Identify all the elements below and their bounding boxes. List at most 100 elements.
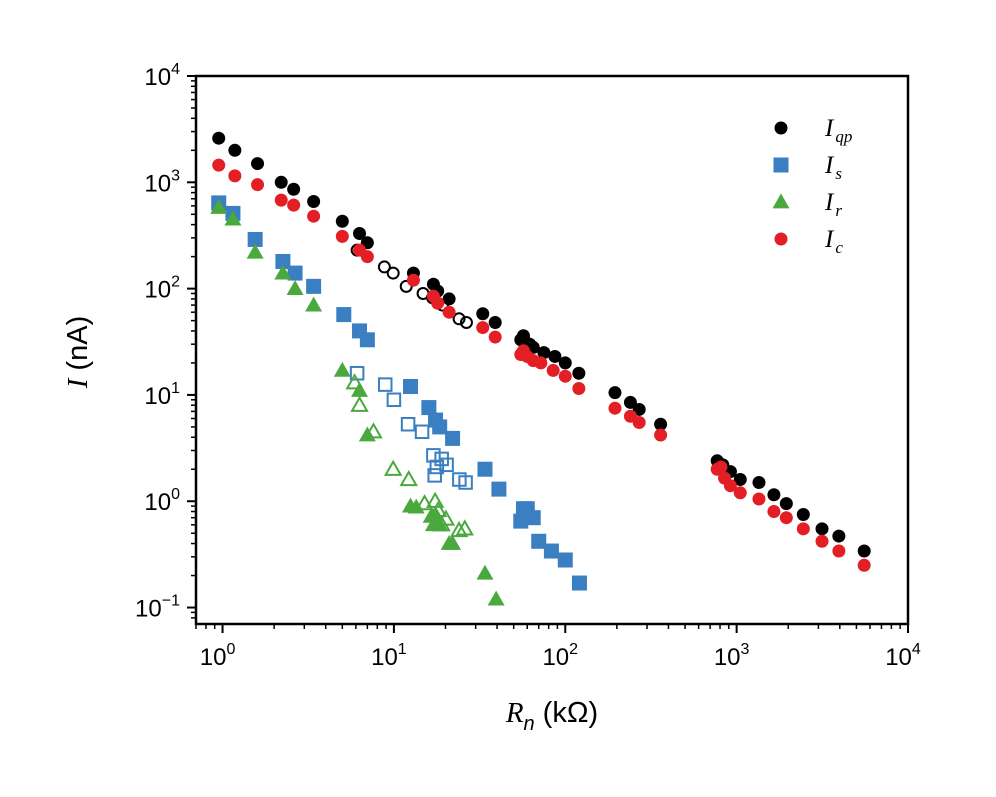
Is-filled-square-marker: [543, 543, 559, 559]
Is-filled-square-marker: [306, 278, 322, 294]
Ic-filled-circle-marker: [714, 460, 728, 474]
Ir-open-triangle-marker: [436, 509, 456, 526]
Is-filled-square-marker: [287, 265, 303, 281]
Ir-filled-triangle-marker: [224, 210, 242, 226]
Ic-filled-circle-marker: [287, 198, 301, 212]
Iqp-filled-circle-marker: [632, 402, 646, 416]
Ir-filled-triangle-marker: [210, 198, 228, 214]
Is-filled-square-marker: [477, 461, 493, 477]
Ic-filled-circle-marker: [534, 356, 548, 370]
Ic-filled-circle-marker: [360, 250, 374, 264]
Iqp-filled-circle-marker: [488, 315, 502, 329]
Ic-filled-circle-marker: [406, 273, 420, 287]
Ic-filled-circle-marker: [632, 416, 646, 430]
Iqp-filled-circle-marker: [558, 356, 572, 370]
Iqp-filled-circle-marker: [335, 214, 349, 228]
Is-open-square-marker: [429, 459, 445, 475]
Is-filled-square-marker: [247, 231, 263, 247]
Is-filled-square-marker: [445, 430, 461, 446]
y-tick-label: 104: [144, 61, 180, 91]
Iqp-open-circle-marker: [459, 315, 473, 329]
Ic-filled-circle-marker: [228, 169, 242, 183]
Ic-filled-circle-marker: [857, 558, 871, 572]
y-tick-label: 100: [144, 486, 180, 516]
Ic-filled-circle-marker: [752, 492, 766, 506]
Is-filled-square-marker: [359, 332, 375, 348]
Iqp-filled-circle-marker: [796, 508, 810, 522]
Iqp-filled-circle-marker: [815, 522, 829, 536]
Iqp-filled-circle-marker: [767, 488, 781, 502]
Ic-filled-circle-marker: [251, 178, 265, 192]
Ir-open-triangle-marker: [345, 373, 364, 390]
Ir-filled-triangle-marker: [286, 280, 304, 295]
Iqp-filled-circle-marker: [752, 476, 766, 490]
Iqp-filled-circle-marker: [608, 386, 622, 400]
x-tick-label: 102: [542, 641, 578, 671]
Ir-filled-triangle-marker: [487, 590, 505, 606]
plot-frame: [194, 74, 910, 626]
Ic-filled-circle-marker: [832, 544, 846, 558]
Iqp-open-circle-marker: [386, 266, 400, 280]
x-tick-label: 103: [714, 641, 750, 671]
Is-open-square-marker: [427, 468, 442, 483]
Iqp-filled-circle-marker: [779, 497, 793, 511]
y-axis-title: I(nA): [62, 316, 94, 389]
y-tick-label: 102: [144, 274, 180, 304]
Ic-filled-circle-marker: [431, 296, 445, 310]
Iqp-filled-circle-marker: [307, 194, 321, 208]
Is-filled-square-marker: [432, 419, 448, 435]
Is-open-square-marker: [400, 416, 416, 432]
Ir-open-triangle-marker: [428, 500, 448, 518]
Iqp-filled-circle-marker: [548, 349, 562, 363]
Is-filled-square-marker: [513, 513, 529, 529]
Is-filled-square-marker: [275, 253, 291, 269]
Ic-filled-circle-marker: [779, 511, 793, 525]
Ic-filled-circle-marker: [572, 381, 586, 395]
Ir-open-triangle-marker: [455, 519, 474, 536]
Iqp-filled-circle-marker: [353, 226, 367, 240]
Is-filled-square-marker: [525, 510, 541, 526]
Iqp-filled-circle-marker: [832, 529, 846, 543]
Is-filled-square-marker: [491, 481, 507, 497]
Ir-filled-triangle-marker: [351, 382, 369, 397]
Iqp-filled-circle-marker: [442, 292, 456, 306]
Ic-filled-circle-marker: [476, 321, 490, 335]
Ir-open-triangle-marker: [449, 521, 469, 538]
Iqp-filled-circle-marker: [572, 366, 586, 380]
Ic-filled-circle-marker: [274, 193, 288, 207]
Iqp-filled-circle-marker: [857, 544, 871, 558]
y-tick-label: 103: [144, 167, 180, 197]
Ic-filled-circle-marker: [796, 522, 810, 536]
Ic-filled-circle-marker: [546, 363, 560, 377]
Ic-filled-circle-marker: [723, 479, 737, 493]
Ir-filled-triangle-marker: [333, 361, 351, 377]
legend-Ir-marker: [772, 193, 790, 209]
Iqp-filled-circle-marker: [212, 131, 226, 145]
Ir-filled-triangle-marker: [444, 535, 462, 550]
Ic-filled-circle-marker: [335, 229, 349, 243]
Ic-filled-circle-marker: [654, 428, 668, 442]
Is-open-square-marker: [377, 377, 393, 392]
x-tick-label: 104: [885, 641, 921, 671]
Ir-open-triangle-marker: [383, 459, 403, 476]
Ir-filled-triangle-marker: [476, 564, 494, 580]
Iqp-filled-circle-marker: [654, 417, 668, 431]
Iqp-filled-circle-marker: [733, 473, 747, 487]
Ir-open-triangle-marker: [350, 395, 369, 412]
Iqp-filled-circle-marker: [476, 307, 490, 321]
Iqp-open-circle-marker: [377, 260, 391, 274]
data-marks: [210, 131, 871, 606]
Ic-filled-circle-marker: [442, 305, 456, 319]
Is-filled-square-marker: [403, 379, 419, 395]
Ic-filled-circle-marker: [767, 505, 781, 519]
legend-Iqp-marker: [774, 121, 788, 135]
Ic-filled-circle-marker: [815, 534, 829, 548]
Ir-filled-triangle-marker: [274, 264, 292, 280]
